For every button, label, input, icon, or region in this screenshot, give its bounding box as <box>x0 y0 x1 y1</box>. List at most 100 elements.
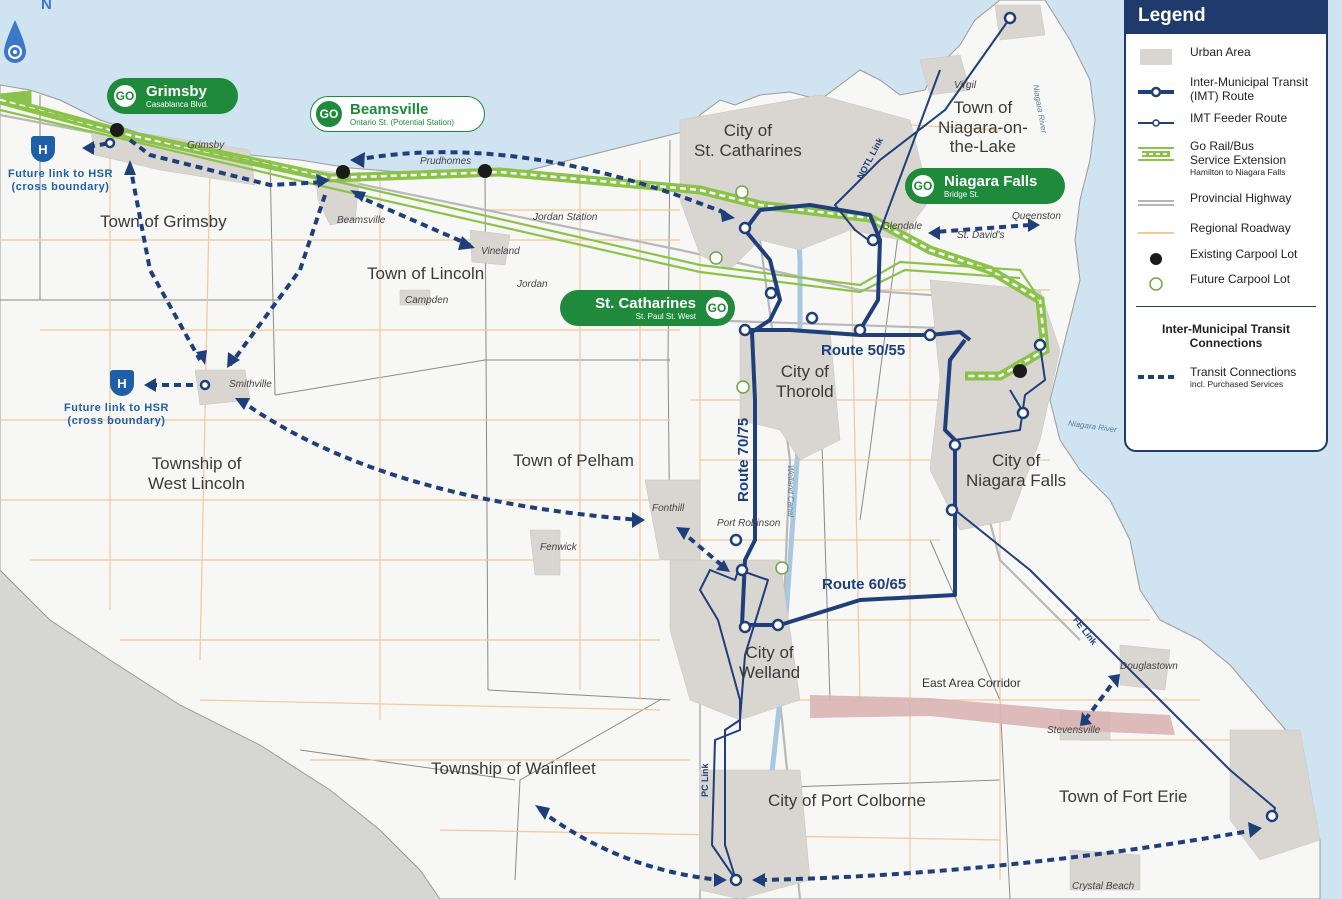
legend-item-existing-carpool: Existing Carpool Lot <box>1126 246 1326 272</box>
pc-link-line2 <box>724 571 769 881</box>
urban-vineland <box>469 229 511 266</box>
place-label: Crystal Beach <box>1072 881 1135 892</box>
urban-welland <box>669 559 801 721</box>
legend-item-urban-area: Urban Area <box>1126 44 1326 70</box>
corridor-label: East Area Corridor <box>922 676 1021 690</box>
place-label: Glendale <box>882 221 923 232</box>
lake-ontario <box>0 0 1000 175</box>
route-label-5055: Route 50/55 <box>821 342 906 359</box>
place-label: Stevensville <box>1047 725 1101 736</box>
place-label: Campden <box>405 295 449 306</box>
legend-item-regional-roadway: Regional Roadway <box>1126 220 1326 246</box>
place-label: Douglastown <box>1120 661 1178 672</box>
route-label-6065: Route 60/65 <box>822 576 907 593</box>
go-transit-icon: GO <box>910 173 936 199</box>
imt-route-symbol-icon <box>1138 86 1174 98</box>
regional-road-symbol-icon <box>1138 232 1174 234</box>
label-city-of-niagara-falls: City of Niagara Falls <box>966 451 1067 490</box>
urban-douglastown <box>1119 644 1171 691</box>
urban-fonthill <box>644 479 701 561</box>
urban-thorold <box>739 329 841 461</box>
label-town-of-fort-erie: Town of Fort Erie <box>1059 787 1188 806</box>
outside-region <box>0 570 440 899</box>
label-township-of-wainfleet: Township of Wainfleet <box>431 759 596 778</box>
transit-connection-symbol-icon <box>1138 375 1174 379</box>
legend-panel: Legend Urban Area Inter-Municipal Transi… <box>1124 0 1328 452</box>
river-label: Welland Canal <box>786 465 795 517</box>
legend-title: Legend <box>1126 0 1326 34</box>
place-label: Grimsby <box>187 140 225 151</box>
legend-section-title: Inter-Municipal Transit Connections <box>1161 322 1290 351</box>
nf-feeder <box>954 344 1046 441</box>
go-extension-symbol-icon <box>1138 147 1174 161</box>
legend-item-provincial-highway: Provincial Highway <box>1126 190 1326 216</box>
place-label: Beamsville <box>337 215 386 226</box>
route-stc-loop <box>743 203 882 332</box>
label-town-of-niagara-on-the-lake: Town of Niagara-on- the-Lake <box>938 98 1028 157</box>
hsr-link-label: Future link to HSR (cross boundary) <box>8 168 113 193</box>
go-transit-icon: GO <box>316 101 342 127</box>
place-label: Queenston <box>1012 211 1061 222</box>
highway-symbol-icon <box>1138 200 1174 206</box>
label-city-of-port-colborne: City of Port Colborne <box>768 791 926 810</box>
north-arrow-icon <box>4 20 26 63</box>
pc-link-line <box>699 564 741 881</box>
place-label: Jordan <box>517 279 548 290</box>
future-carpool-icon <box>1149 277 1163 291</box>
transit-connections <box>87 138 1256 882</box>
urban-notl <box>994 4 1046 41</box>
place-label: Virgil <box>954 80 977 91</box>
urban-crystalbeach <box>1069 849 1141 891</box>
place-label: Fonthill <box>652 503 685 514</box>
urban-smithville <box>194 369 251 406</box>
label-town-of-pelham: Town of Pelham <box>513 451 634 470</box>
transit-connections-label: Transit Connections <box>1190 365 1297 379</box>
label-town-of-grimsby: Town of Grimsby <box>100 212 227 231</box>
transit-connections-sublabel: incl. Purchased Services <box>1190 378 1284 389</box>
route-stops <box>104 11 1279 887</box>
go-extension-label: Go Rail/Bus Service Extension <box>1190 139 1287 167</box>
place-label: Port Robinson <box>717 518 781 529</box>
label-city-of-welland: City of Welland <box>739 643 801 682</box>
go-transit-icon: GO <box>112 83 138 109</box>
urban-fenwick <box>529 529 561 576</box>
place-label: Jordan Station <box>533 212 598 223</box>
carpool-lots <box>110 123 1027 575</box>
label-city-of-st-catharines: City of St. Catharines <box>694 121 802 160</box>
connection-arrowheads <box>82 141 1262 887</box>
urban-area-swatch <box>1140 49 1172 65</box>
place-label: Fenwick <box>540 542 577 553</box>
imt-routes <box>740 203 972 627</box>
route-5055-line <box>745 328 972 342</box>
feeder-routes <box>699 17 1276 881</box>
legend-item-imt-feeder: IMT Feeder Route <box>1126 110 1326 136</box>
feeder-route-symbol-icon <box>1138 119 1174 127</box>
label-town-of-lincoln: Town of Lincoln <box>367 264 485 283</box>
label-township-of-west-lincoln: Township of West Lincoln <box>148 454 246 493</box>
place-label: Prudhomes <box>420 156 472 167</box>
fe-link-line <box>954 509 1276 821</box>
north-label: N <box>41 0 52 13</box>
place-label: Smithville <box>229 379 272 390</box>
route-label-pc: PC Link <box>700 763 710 797</box>
route-7075-line <box>740 228 782 626</box>
existing-carpool-icon <box>1150 253 1162 265</box>
urban-campden <box>399 289 431 306</box>
legend-divider <box>1136 306 1316 307</box>
place-label: St. David's <box>957 230 1005 241</box>
route-6065-line <box>742 338 967 627</box>
label-city-of-thorold: City of Thorold <box>776 362 834 401</box>
place-label: Vineland <box>481 246 520 257</box>
route-label-7075: Route 70/75 <box>735 417 752 502</box>
hsr-link-label: Future link to HSR (cross boundary) <box>64 402 169 427</box>
hsr-icon: H <box>110 370 134 396</box>
legend-item-imt-route: Inter-Municipal Transit (IMT) Route <box>1126 74 1326 103</box>
legend-item-future-carpool: Future Carpool Lot <box>1126 271 1326 297</box>
hsr-icon: H <box>31 136 55 162</box>
